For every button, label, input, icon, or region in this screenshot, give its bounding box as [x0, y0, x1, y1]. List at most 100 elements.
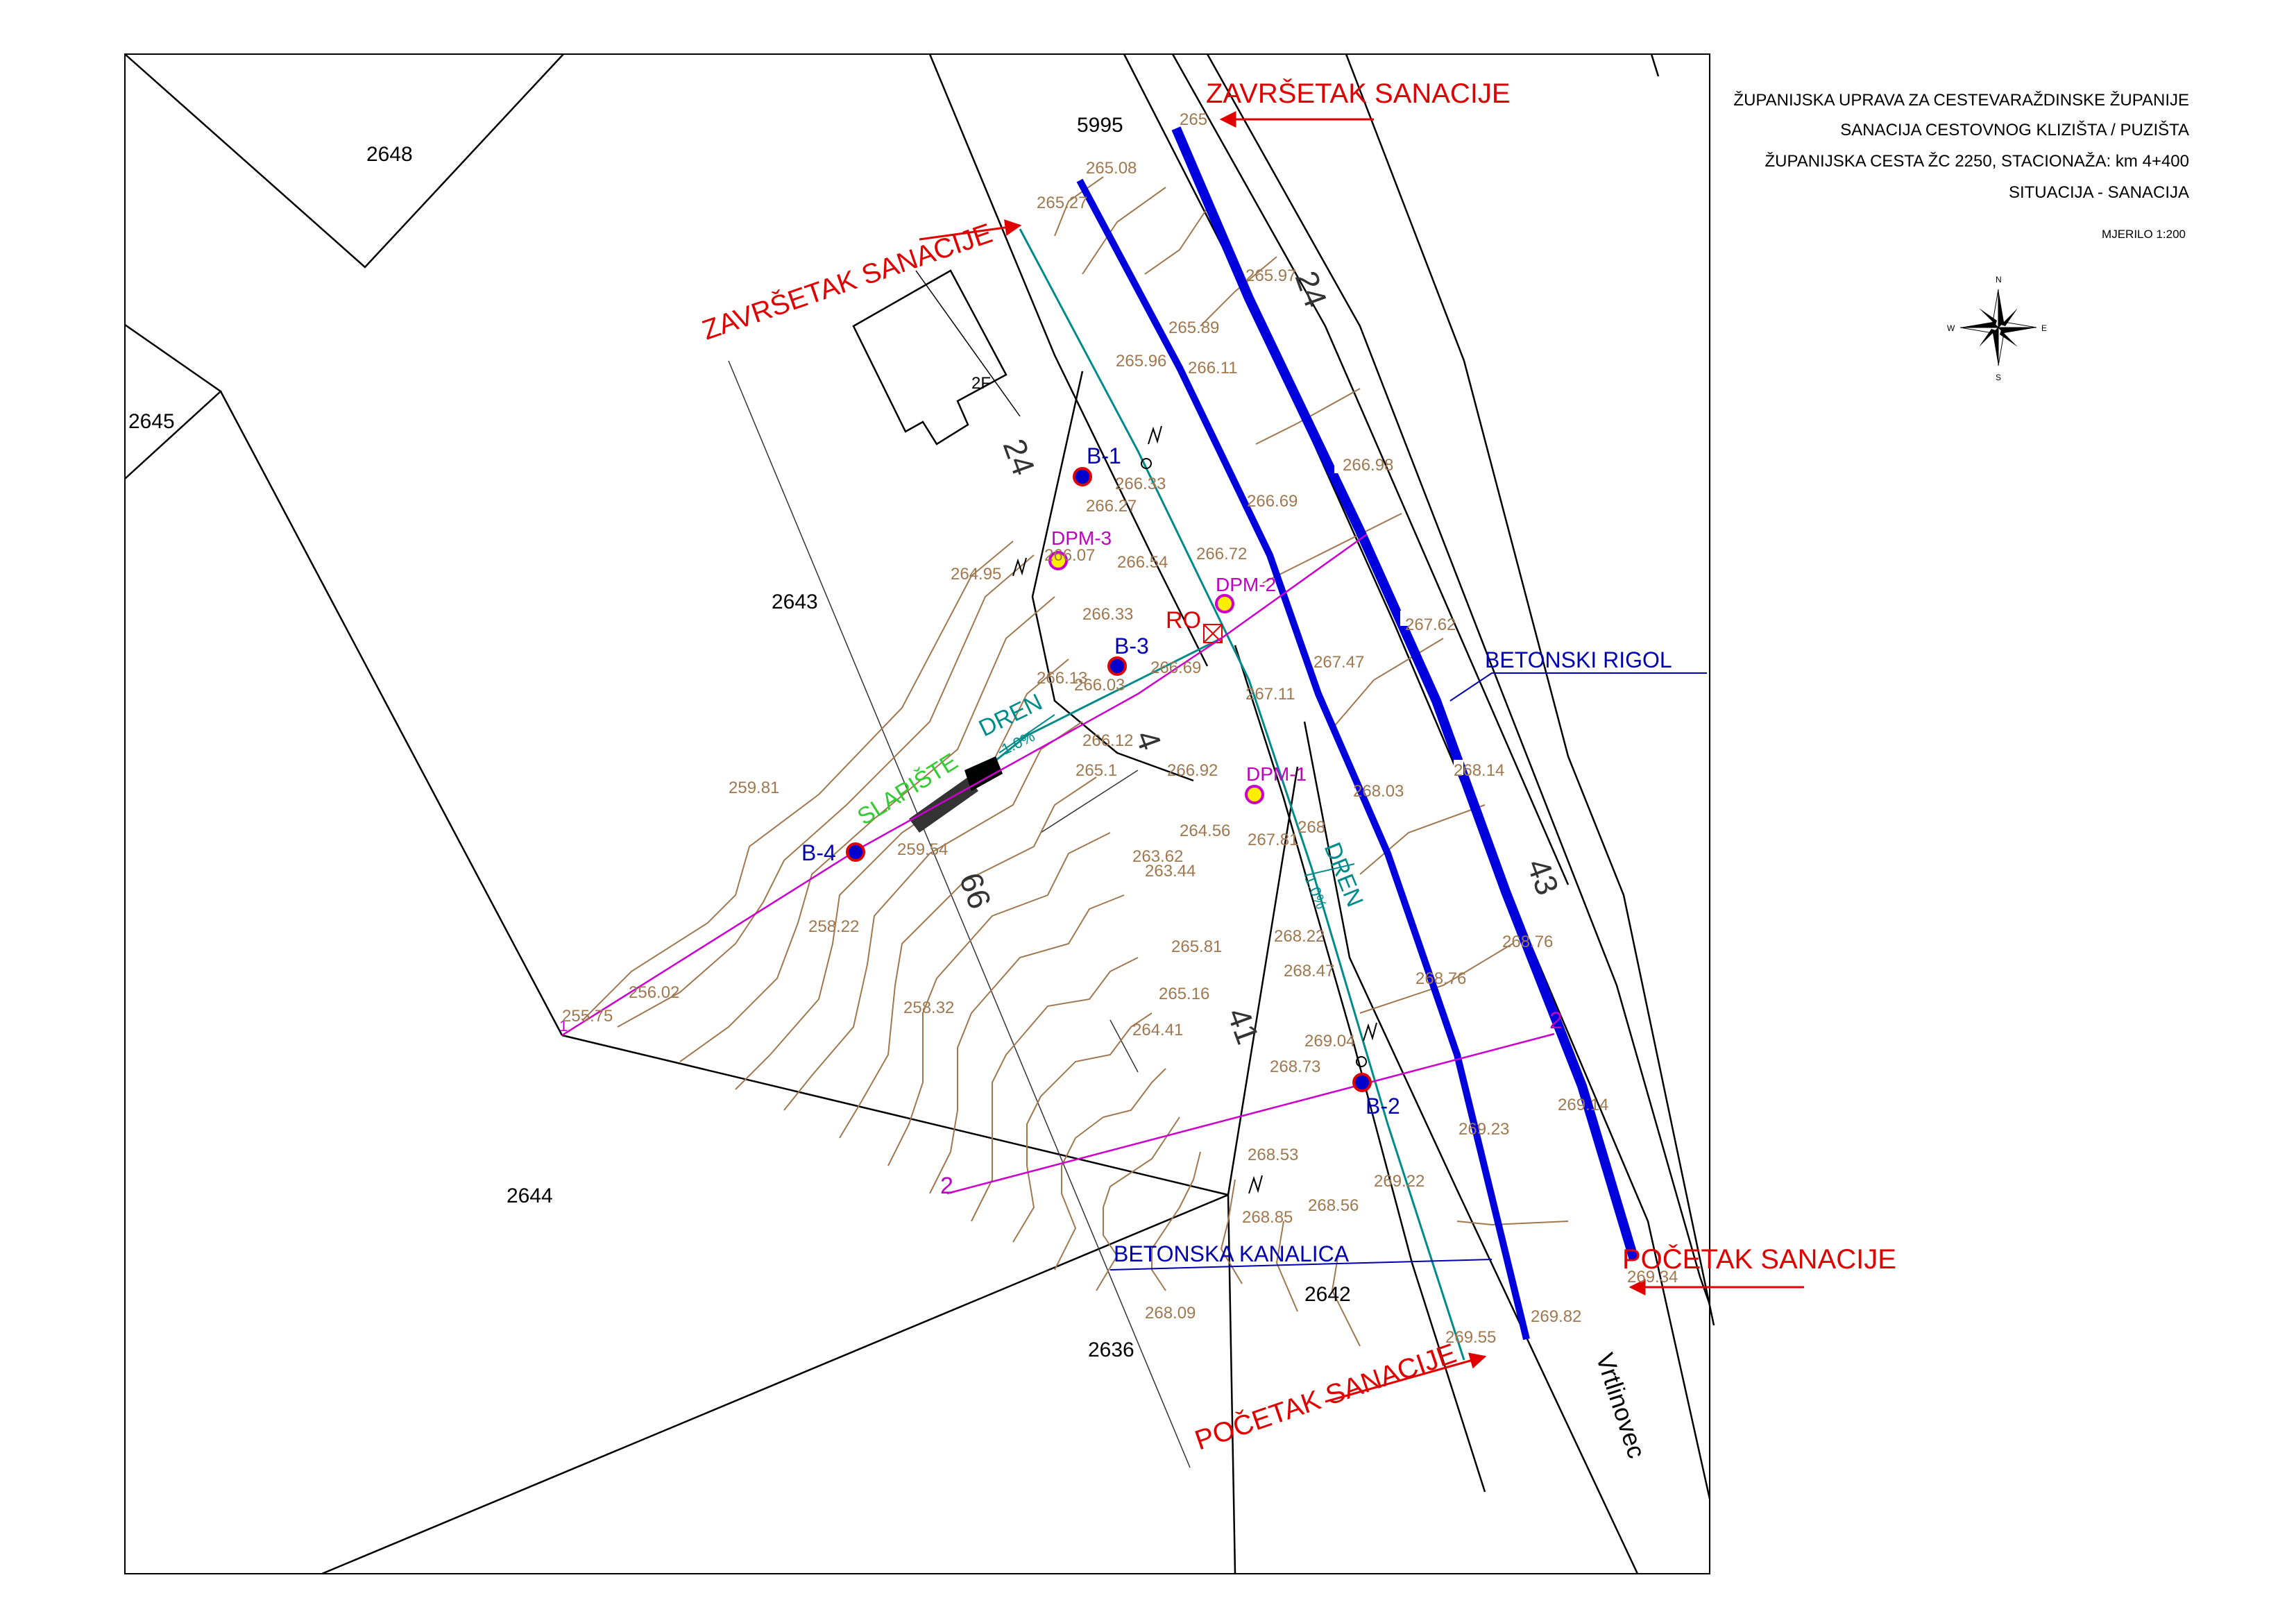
elevation-label: 266.27 [1086, 497, 1137, 516]
piezometer-dpm1: DPM-1 [1246, 763, 1307, 785]
parcel-labels: 2648 2645 2643 2644 5995 2642 2636 [128, 114, 1351, 1361]
elevation-label: 265 [1180, 110, 1207, 129]
elevation-label: 258.22 [808, 917, 859, 936]
piezometer-labels: DPM-3 DPM-2 DPM-1 [1051, 527, 1307, 785]
elevation-label: 268.85 [1242, 1208, 1293, 1227]
elevation-label: 265.1 [1075, 761, 1117, 780]
compass-icon: N S E W [1947, 275, 2047, 382]
parcel-2644: 2644 [507, 1184, 553, 1207]
big-number-43: 43 [1520, 854, 1566, 900]
leader-lines [1109, 672, 1707, 1271]
scale-label: MJERILO 1:200 [2102, 228, 2186, 241]
label-dren-upper: DREN [975, 689, 1046, 742]
elevation-label: 266.92 [1167, 761, 1218, 780]
elevation-label: 263.44 [1145, 862, 1196, 881]
elevation-label: 266.33 [1082, 605, 1133, 624]
elevation-label: 267.47 [1313, 653, 1364, 672]
elevation-label: 265.08 [1086, 159, 1137, 178]
profile-label-2-left: 2 [940, 1173, 953, 1199]
elevation-label: 266.13 [1037, 669, 1087, 688]
elevation-label: 269.22 [1374, 1172, 1425, 1191]
elevation-label: 267.11 [1245, 685, 1295, 704]
profile-labels: 1 2 2 [559, 1008, 1563, 1199]
profile-label-1: 1 [559, 1017, 568, 1035]
label-ro: RO [1166, 607, 1201, 634]
drain-symbols [1012, 425, 1377, 1194]
spot-elevations: 265.08 265.27 265.97 265.89 265.96 266.1… [562, 110, 1678, 1347]
elevation-label: 266.72 [1196, 545, 1247, 563]
betonski-rigol [1076, 126, 1639, 1341]
parcel-2636: 2636 [1088, 1339, 1134, 1361]
elevation-label: 266.12 [1082, 731, 1133, 750]
parcel-2648: 2648 [366, 143, 413, 166]
elevation-label: 256.02 [629, 983, 679, 1002]
elevation-label: 266.11 [1188, 359, 1238, 377]
big-numbers: 24 24 43 4 66 41 [953, 266, 1566, 1049]
piezometers [1048, 551, 1264, 804]
boreholes [846, 467, 1372, 1092]
elevation-label: 269.55 [1445, 1328, 1496, 1347]
road-name: Vrtlinovec [1590, 1350, 1651, 1462]
compass-w: W [1947, 323, 1955, 333]
elevation-label: 269.23 [1459, 1120, 1509, 1139]
elevation-label: 268.47 [1284, 962, 1334, 980]
borehole-labels: B-1 B-3 B-4 B-2 [801, 443, 1400, 1119]
elevation-label: 265.16 [1159, 985, 1209, 1003]
elevation-label: 268.76 [1415, 969, 1466, 988]
contour-lines [582, 176, 1569, 1347]
title-line-3: ŽUPANIJSKA CESTA ŽC 2250, STACIONAŽA: km… [1764, 152, 2189, 171]
building-ridge [915, 270, 1021, 417]
marker-zavrsetak-left: ZAVRŠETAK SANACIJE [698, 217, 996, 346]
elevation-label: 267.62 [1405, 615, 1456, 634]
elevation-label: 268.76 [1502, 933, 1553, 951]
title-block: ŽUPANIJSKA UPRAVA ZA CESTEVARAŽDINSKE ŽU… [1733, 91, 2189, 241]
elevation-label: 265.96 [1116, 352, 1166, 371]
elevation-label: 265.27 [1037, 194, 1087, 212]
borehole-b4: B-4 [801, 840, 836, 865]
elevation-label: 265.81 [1171, 937, 1222, 956]
elevation-label: 269.04 [1304, 1032, 1355, 1051]
elevation-label: 269.34 [1627, 1268, 1678, 1286]
compass-s: S [1996, 373, 2001, 382]
label-betonska-kanalica: BETONSKA KANALICA [1114, 1241, 1350, 1266]
elevation-label: 263.62 [1132, 847, 1183, 866]
label-slapiste: SLAPIŠTE [853, 748, 962, 830]
map-frame [124, 53, 1710, 1574]
elevation-label: 269.14 [1558, 1096, 1608, 1114]
elevation-label: 265.97 [1245, 266, 1296, 285]
big-number-41: 41 [1221, 1003, 1266, 1049]
parcel-boundaries [124, 53, 1715, 1575]
elevation-label: 266.54 [1117, 553, 1168, 572]
elevation-label: 258.32 [903, 999, 954, 1017]
piezometer-dpm2: DPM-2 [1216, 574, 1276, 595]
elevation-label: 266.98 [1343, 456, 1393, 475]
title-line-4: SITUACIJA - SANACIJA [2009, 183, 2189, 202]
elevation-label: 264.41 [1132, 1021, 1183, 1039]
piezometer-dpm3: DPM-3 [1051, 527, 1112, 549]
big-number-4: 4 [1129, 726, 1169, 755]
title-line-2: SANACIJA CESTOVNOG KLIZIŠTA / PUZIŠTA [1840, 120, 2189, 139]
elevation-label: 268.09 [1145, 1304, 1196, 1323]
elevation-label: 266.69 [1150, 658, 1201, 677]
label-slope-lower: 1.0% [1301, 873, 1330, 912]
big-number-24-left: 24 [996, 434, 1042, 480]
elevation-label: 268.53 [1248, 1146, 1298, 1164]
marker-pocetak-right: POČETAK SANACIJE [1622, 1243, 1896, 1275]
label-betonski-rigol: BETONSKI RIGOL [1485, 647, 1672, 672]
compass-e: E [2041, 323, 2047, 333]
profile-label-2-right: 2 [1549, 1008, 1563, 1034]
red-marker-lines [919, 111, 1804, 1403]
parcel-5995: 5995 [1077, 114, 1123, 137]
dimension-lines [728, 360, 1191, 1468]
elevation-label: 266.07 [1044, 546, 1095, 565]
label-building: 2F [971, 374, 991, 393]
elevation-label: 268.22 [1274, 927, 1325, 946]
marker-zavrsetak-top: ZAVRŠETAK SANACIJE [1206, 78, 1511, 109]
parcel-2642: 2642 [1304, 1283, 1351, 1306]
elevation-label: 268 [1298, 818, 1325, 837]
ro-shaft [1203, 624, 1223, 643]
parcel-2645: 2645 [128, 410, 175, 433]
borehole-b2: B-2 [1366, 1094, 1400, 1119]
compass-n: N [1996, 275, 2002, 284]
